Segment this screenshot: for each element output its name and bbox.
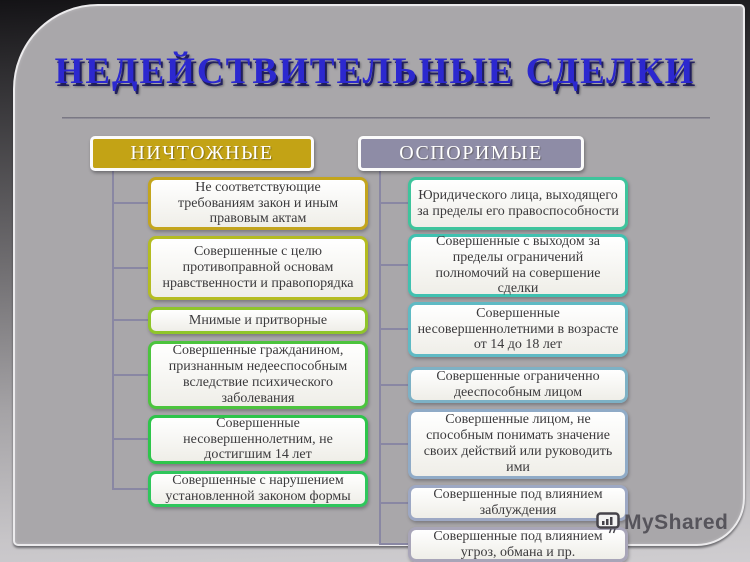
connector-branch [379, 543, 410, 545]
tree-item: Совершенные лицом, не способным понимать… [408, 409, 628, 479]
connector-trunk-right [379, 170, 381, 545]
connector-branch [112, 202, 150, 204]
connector-branch [379, 384, 410, 386]
connector-branch [112, 374, 150, 376]
column-header-osporimye: ОСПОРИМЫЕ [358, 136, 584, 171]
tree-item: Совершенные под влиянием угроз, обмана и… [408, 527, 628, 562]
connector-branch [379, 202, 410, 204]
connector-branch [379, 264, 410, 266]
connector-branch [112, 319, 150, 321]
connector-branch [379, 502, 410, 504]
tree-item: Совершенные ограниченно дееспособным лиц… [408, 367, 628, 403]
tree-item: Юридического лица, выходящего за пределы… [408, 177, 628, 230]
connector-branch [112, 438, 150, 440]
column-header-nichtozhnye: НИЧТОЖНЫЕ [90, 136, 314, 171]
connector-trunk-left [112, 170, 114, 490]
myshared-logo-icon [596, 512, 620, 534]
tree-item: Совершенные с нарушением установленной з… [148, 471, 368, 507]
tree-item: Не соответствующие требованиям закон и и… [148, 177, 368, 230]
tree-item: Совершенные гражданином, признанным неде… [148, 341, 368, 409]
tree-item: Совершенные несовершеннолетними в возрас… [408, 302, 628, 357]
connector-branch [112, 267, 150, 269]
connector-branch [112, 488, 150, 490]
tree-item: Совершенные под влиянием заблуждения [408, 485, 628, 521]
myshared-label: MyShared [624, 511, 729, 534]
slide-title: НЕДЕЙСТВИТЕЛЬНЫЕ СДЕЛКИ [54, 51, 696, 92]
title-separator [62, 117, 710, 119]
tree-item: Совершенные с выходом за пределы огранич… [408, 234, 628, 297]
tree-item: Совершенные несовершеннолетним, не дости… [148, 415, 368, 464]
connector-branch [379, 328, 410, 330]
tree-item: Мнимые и притворные [148, 307, 368, 334]
tree-item: Совершенные с целю противоправной основа… [148, 236, 368, 300]
connector-branch [379, 443, 410, 445]
myshared-watermark: MyShared [596, 511, 728, 535]
